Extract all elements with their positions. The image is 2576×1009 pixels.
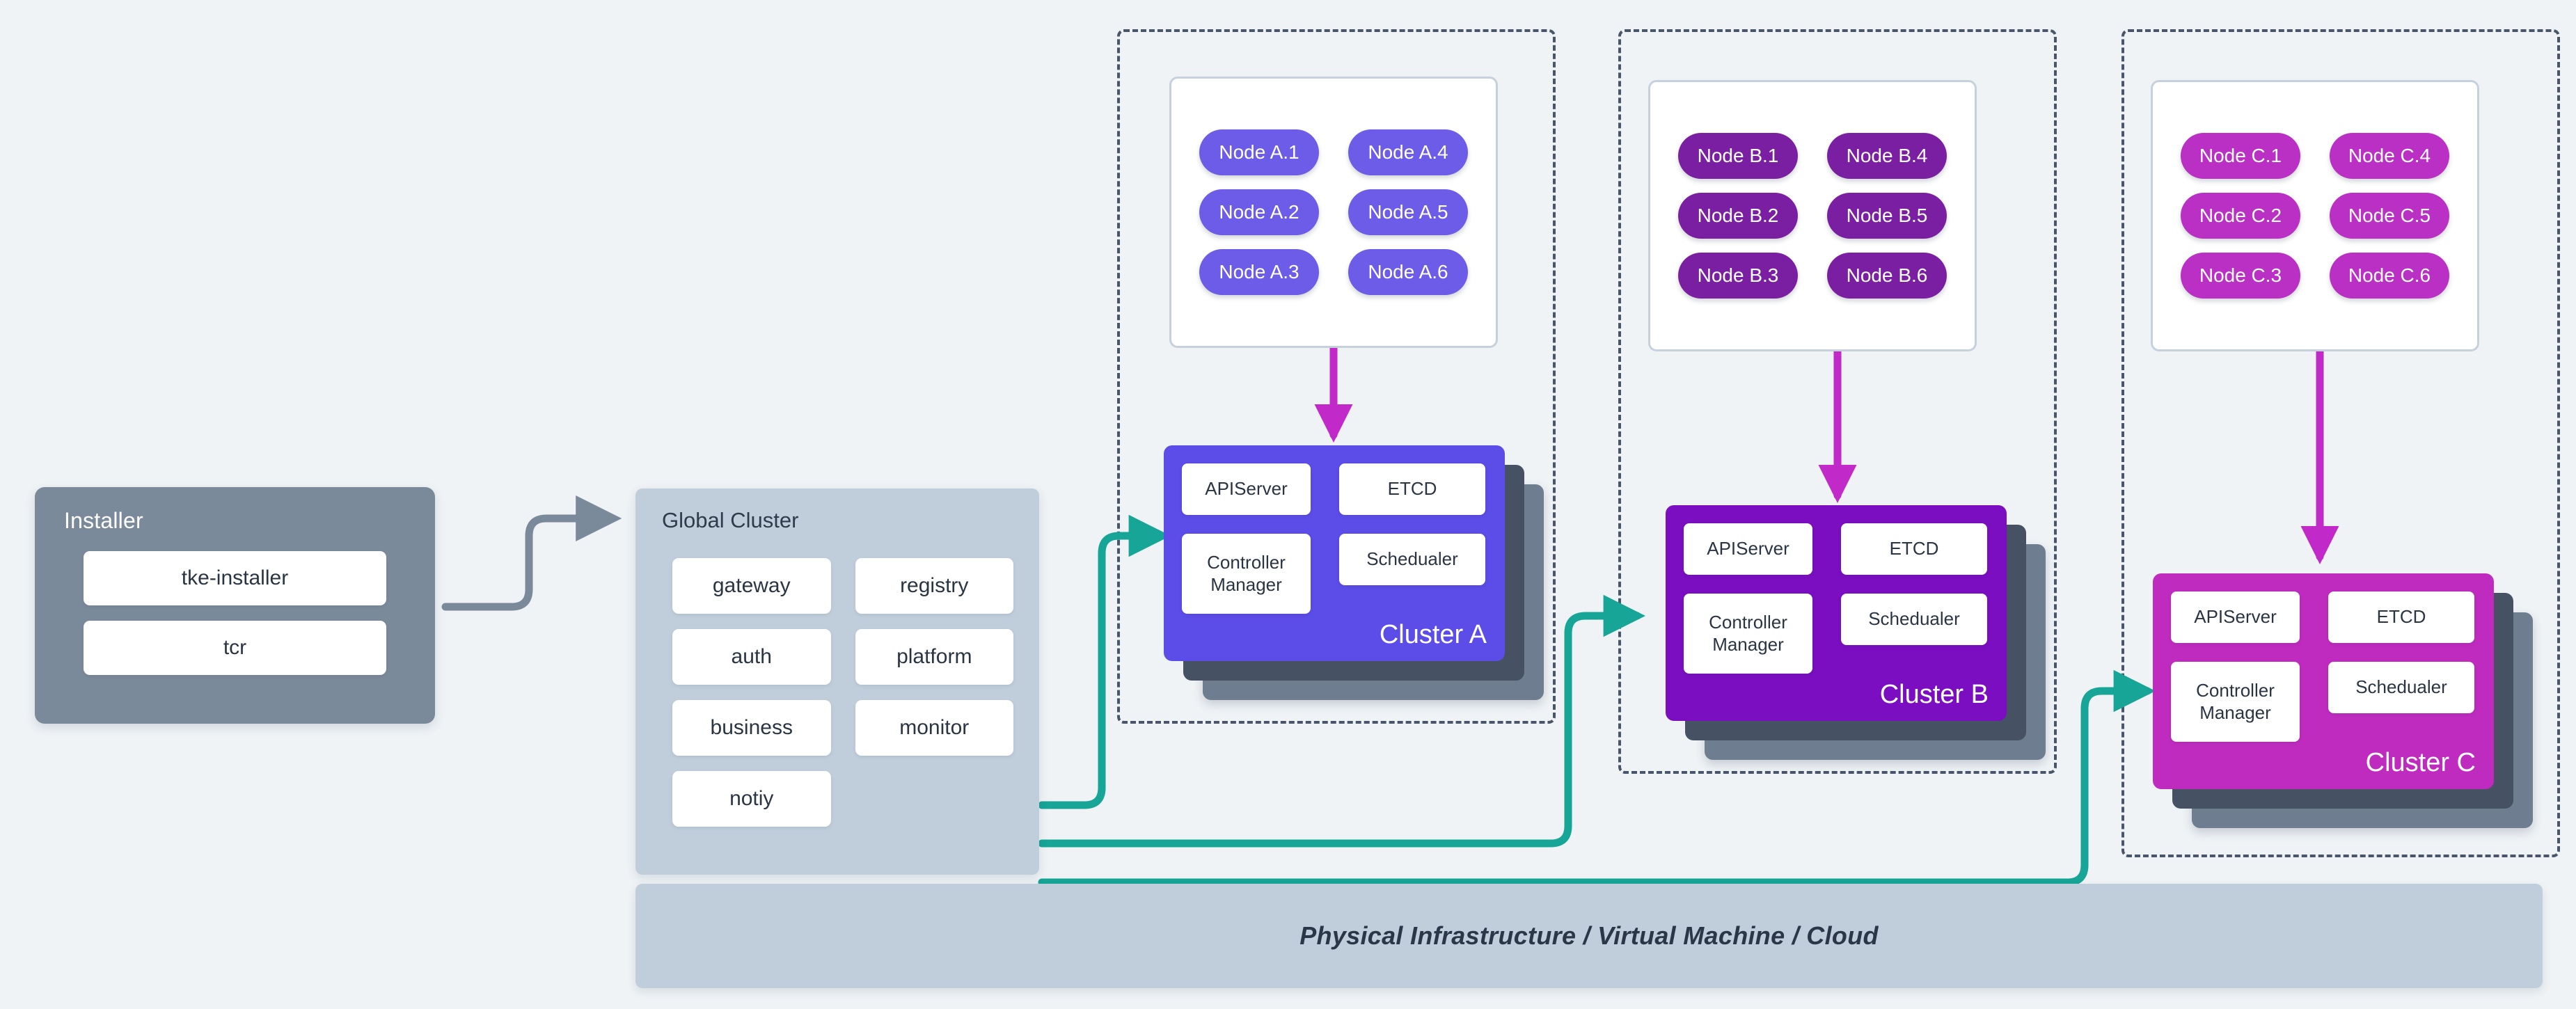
node-b-1[interactable]: Node B.1	[1678, 133, 1798, 179]
cluster-c-control-plane: APIServer ETCD Controller Manager Schedu…	[2153, 573, 2557, 852]
cluster-a-control-plane-card: APIServer ETCD Controller Manager Schedu…	[1164, 445, 1505, 661]
connector-installer-to-global	[441, 495, 622, 611]
cluster-c-etcd[interactable]: ETCD	[2328, 591, 2474, 643]
node-a-3[interactable]: Node A.3	[1199, 249, 1319, 295]
cluster-c-node-grid: Node C.1 Node C.4 Node C.2 Node C.5 Node…	[2153, 82, 2477, 349]
node-b-5[interactable]: Node B.5	[1827, 193, 1947, 239]
installer-item-tke-installer[interactable]: tke-installer	[84, 551, 386, 605]
cluster-a-label: Cluster A	[1379, 620, 1487, 649]
cluster-c-controller-manager[interactable]: Controller Manager	[2171, 662, 2300, 742]
global-component-platform[interactable]: platform	[855, 629, 1013, 685]
node-a-2[interactable]: Node A.2	[1199, 189, 1319, 235]
cluster-b-apiserver[interactable]: APIServer	[1684, 523, 1812, 575]
global-component-notiy[interactable]: notiy	[672, 771, 831, 827]
cluster-a-node-pool: Node A.1 Node A.4 Node A.2 Node A.5 Node…	[1169, 77, 1498, 348]
cluster-b-control-plane: APIServer ETCD Controller Manager Schedu…	[1666, 505, 2069, 784]
node-a-4[interactable]: Node A.4	[1348, 129, 1468, 175]
cluster-b-node-grid: Node B.1 Node B.4 Node B.2 Node B.5 Node…	[1650, 82, 1975, 349]
cluster-a-apiserver[interactable]: APIServer	[1182, 463, 1311, 515]
global-component-spacer	[855, 771, 1014, 827]
global-component-gateway[interactable]: gateway	[672, 558, 831, 614]
node-c-2[interactable]: Node C.2	[2181, 193, 2300, 239]
node-b-4[interactable]: Node B.4	[1827, 133, 1947, 179]
global-component-auth[interactable]: auth	[672, 629, 831, 685]
cluster-b-control-plane-card: APIServer ETCD Controller Manager Schedu…	[1666, 505, 2007, 721]
infrastructure-label: Physical Infrastructure / Virtual Machin…	[1299, 921, 1879, 950]
cluster-b-scheduler[interactable]: Schedualer	[1841, 594, 1987, 645]
cluster-c-boundary	[2121, 29, 2560, 857]
node-c-6[interactable]: Node C.6	[2330, 253, 2449, 299]
cluster-a-control-plane: APIServer ETCD Controller Manager Schedu…	[1164, 445, 1567, 724]
cluster-b-etcd[interactable]: ETCD	[1841, 523, 1987, 575]
cluster-a-scheduler[interactable]: Schedualer	[1339, 534, 1485, 585]
node-b-3[interactable]: Node B.3	[1678, 253, 1798, 299]
installer-panel: Installer tke-installer tcr	[35, 487, 435, 724]
cluster-b-label: Cluster B	[1879, 680, 1989, 709]
node-a-6[interactable]: Node A.6	[1348, 249, 1468, 295]
node-a-1[interactable]: Node A.1	[1199, 129, 1319, 175]
global-cluster-panel: Global Cluster gateway registry auth pla…	[635, 488, 1039, 875]
global-cluster-title: Global Cluster	[662, 508, 799, 532]
node-c-5[interactable]: Node C.5	[2330, 193, 2449, 239]
cluster-a-controller-manager[interactable]: Controller Manager	[1182, 534, 1311, 614]
cluster-c-control-plane-card: APIServer ETCD Controller Manager Schedu…	[2153, 573, 2494, 789]
cluster-b-node-pool: Node B.1 Node B.4 Node B.2 Node B.5 Node…	[1648, 80, 1977, 351]
node-b-2[interactable]: Node B.2	[1678, 193, 1798, 239]
cluster-b-controller-manager[interactable]: Controller Manager	[1684, 594, 1812, 674]
cluster-a-node-grid: Node A.1 Node A.4 Node A.2 Node A.5 Node…	[1171, 79, 1496, 346]
node-c-4[interactable]: Node C.4	[2330, 133, 2449, 179]
cluster-a-etcd[interactable]: ETCD	[1339, 463, 1485, 515]
global-component-monitor[interactable]: monitor	[855, 700, 1013, 756]
node-c-3[interactable]: Node C.3	[2181, 253, 2300, 299]
installer-title: Installer	[64, 508, 143, 533]
cluster-c-apiserver[interactable]: APIServer	[2171, 591, 2300, 643]
node-b-6[interactable]: Node B.6	[1827, 253, 1947, 299]
global-cluster-component-grid: gateway registry auth platform business …	[672, 558, 1013, 827]
node-c-1[interactable]: Node C.1	[2181, 133, 2300, 179]
cluster-c-node-pool: Node C.1 Node C.4 Node C.2 Node C.5 Node…	[2151, 80, 2479, 351]
installer-item-list: tke-installer tcr	[84, 551, 386, 675]
node-a-5[interactable]: Node A.5	[1348, 189, 1468, 235]
global-component-registry[interactable]: registry	[855, 558, 1013, 614]
infrastructure-bar: Physical Infrastructure / Virtual Machin…	[635, 884, 2543, 988]
installer-item-tcr[interactable]: tcr	[84, 621, 386, 675]
cluster-c-label: Cluster C	[2365, 748, 2476, 777]
global-component-business[interactable]: business	[672, 700, 831, 756]
cluster-c-scheduler[interactable]: Schedualer	[2328, 662, 2474, 713]
